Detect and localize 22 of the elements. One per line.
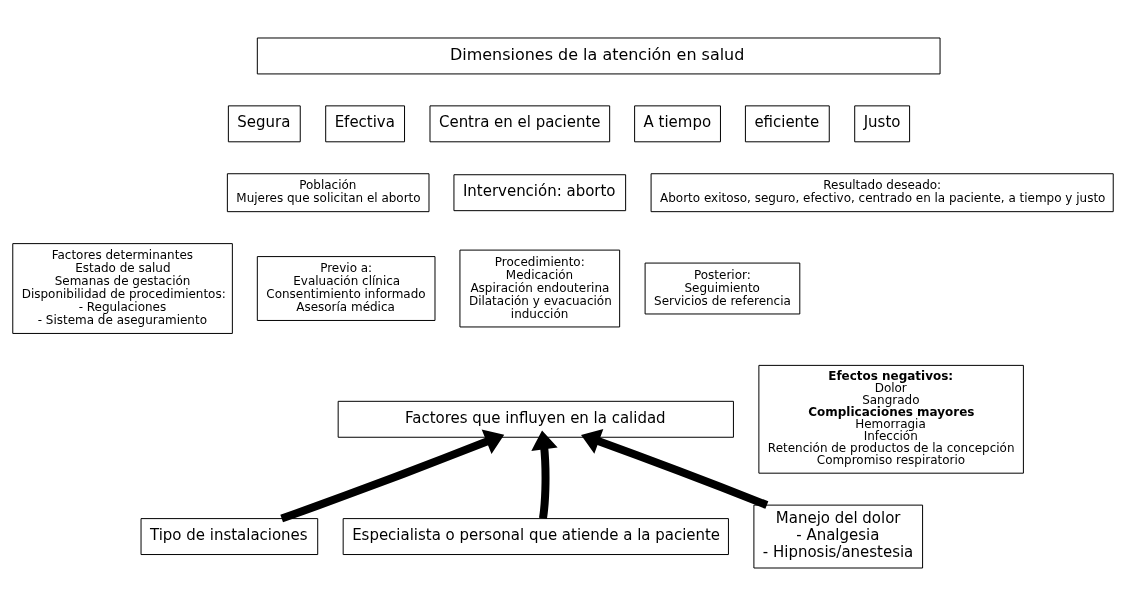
node-box: A tiempo xyxy=(634,105,721,143)
node-box: Efectos negativos: Dolor Sangrado Complicaciones mayores Hemorragia Infección Retención de productos de la concepción Compromiso respiratorio xyxy=(758,364,1024,474)
node-box: Posterior: Seguimiento Servicios de referencia xyxy=(644,262,801,315)
node-box: Segura xyxy=(227,105,301,143)
node-box: Procedimiento: Medicación Aspiración endouterina Dilatación y evacuación inducción xyxy=(459,249,621,328)
node-box: eficiente xyxy=(744,105,830,143)
node-box: Efectiva xyxy=(325,105,406,143)
node-box: Factores determinantes Estado de salud Semanas de gestación Disponibilidad de procedimientos: - Regulaciones - Sistema de aseguramiento xyxy=(12,243,233,334)
node-box: Dimensiones de la atención en salud xyxy=(256,37,941,75)
node-box: Resultado deseado: Aborto exitoso, seguro, efectivo, centrado en la paciente, a tiempo y justo xyxy=(650,173,1114,213)
node-box: Centra en el paciente xyxy=(429,105,611,143)
node-box: Factores que influyen en la calidad xyxy=(337,400,734,438)
node-box: Tipo de instalaciones xyxy=(140,518,319,556)
node-box: Especialista o personal que atiende a la paciente xyxy=(342,518,729,556)
node-box: Intervención: aborto xyxy=(453,174,627,212)
node-box: Manejo del dolor - Analgesia - Hipnosis/anestesia xyxy=(753,504,924,569)
node-box: Población Mujeres que solicitan el aborto xyxy=(226,173,430,213)
arrow xyxy=(531,430,558,520)
arrow xyxy=(581,428,769,509)
node-box: Previo a: Evaluación clínica Consentimiento informado Asesoría médica xyxy=(256,256,436,321)
arrow xyxy=(280,429,505,523)
node-box: Justo xyxy=(854,105,911,143)
